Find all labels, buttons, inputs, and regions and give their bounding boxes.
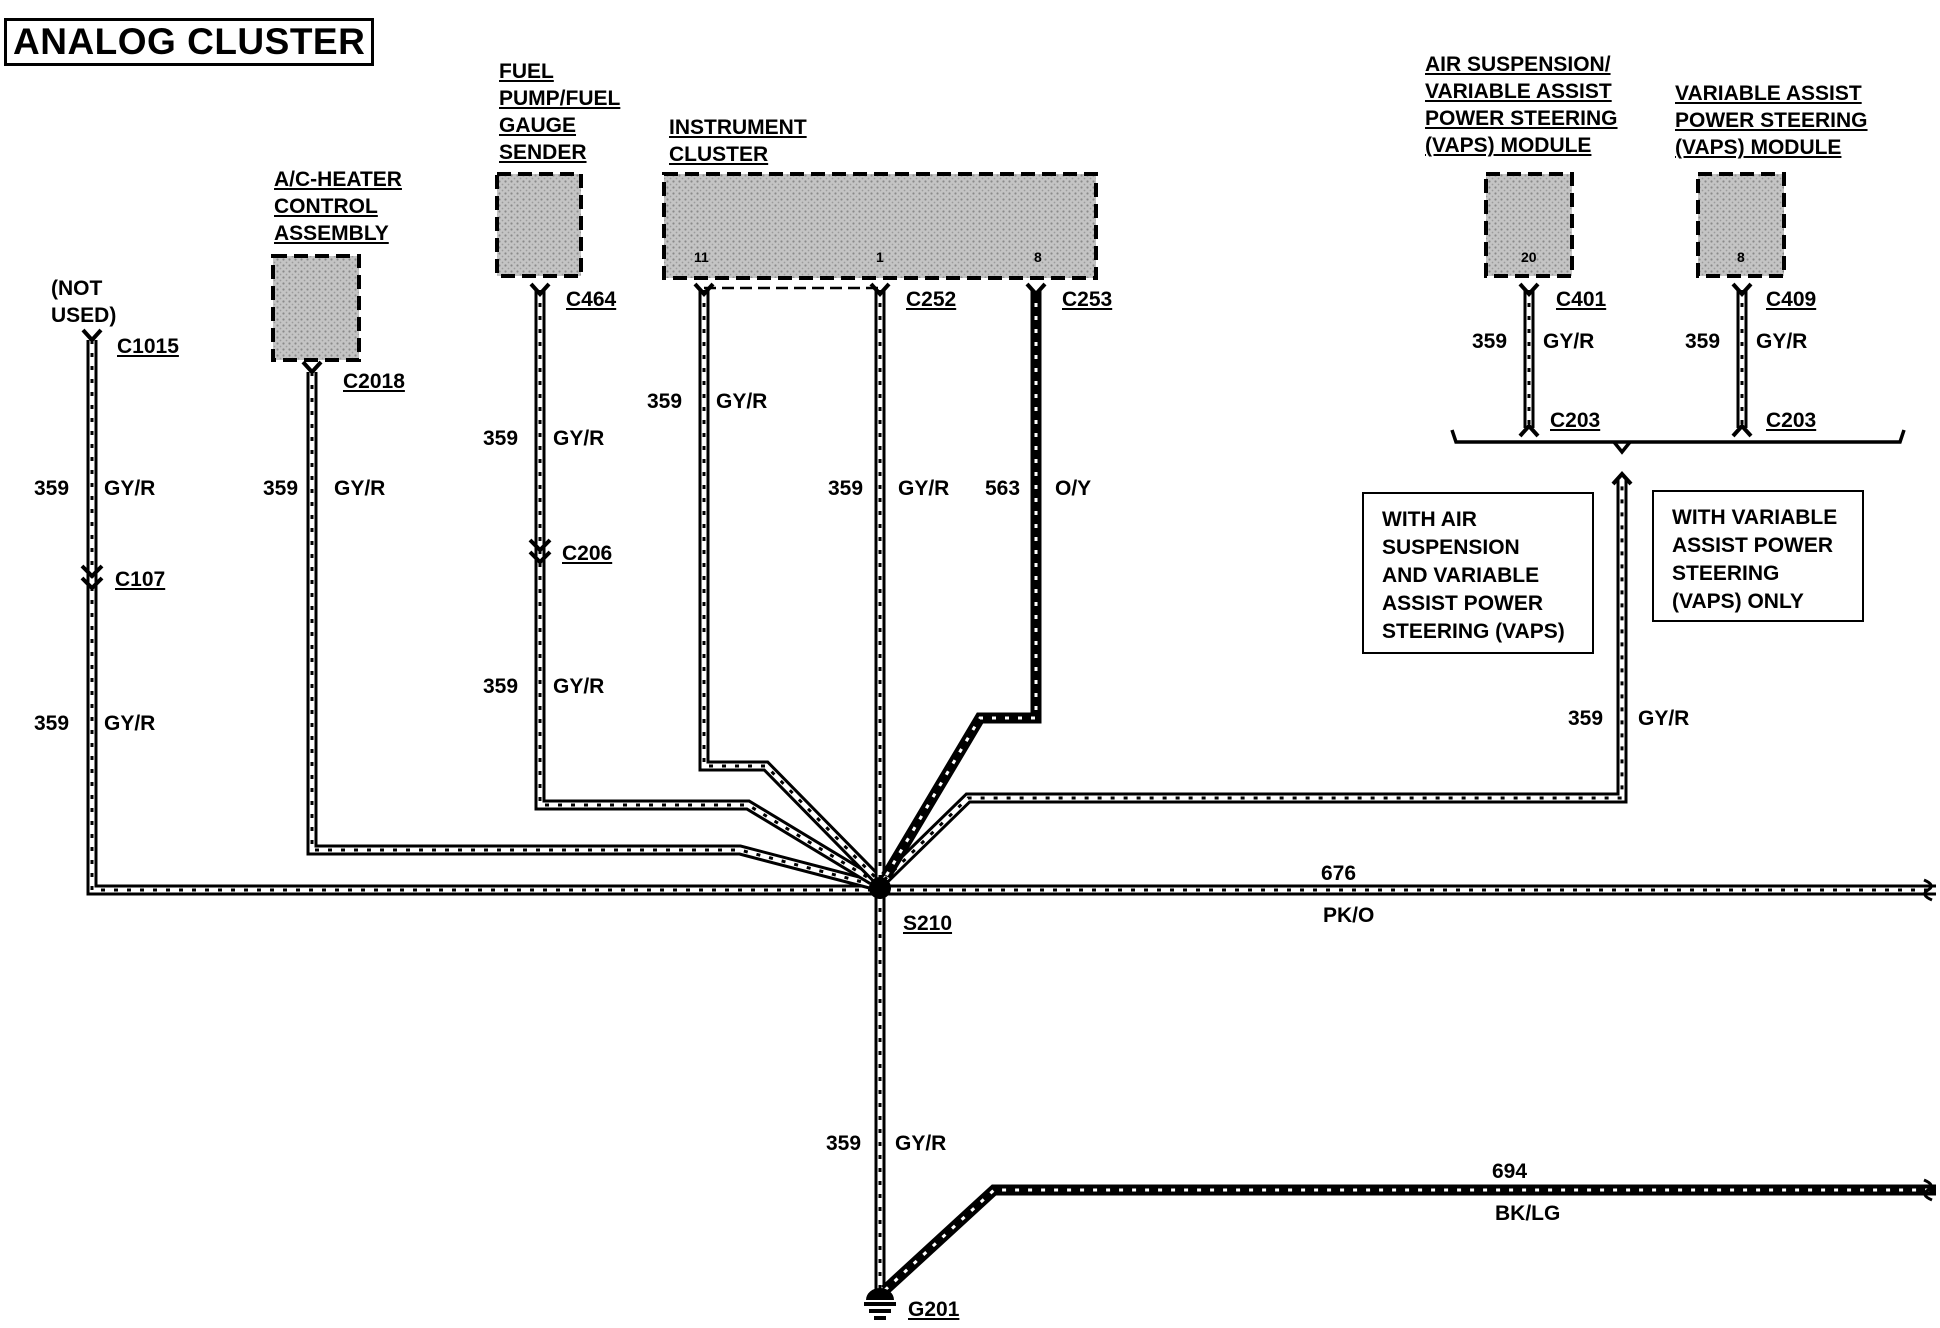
connector-c203-feed-symbol <box>1611 471 1633 486</box>
ac-heater-label: A/C-HEATER CONTROL ASSEMBLY <box>274 168 402 245</box>
connector-c464-symbol <box>529 282 551 297</box>
wire-c1015-upper-color: GY/R <box>104 477 156 500</box>
wire-c1015-upper-circuit: 359 <box>34 477 70 500</box>
wire-vaps-color: GY/R <box>1756 330 1808 353</box>
connector-c253-symbol <box>1025 282 1047 297</box>
splice-s210: S210 <box>903 912 953 935</box>
wire-676-break <box>1923 878 1933 902</box>
wire-c107-lower-color: GY/R <box>104 712 156 735</box>
vaps-module-label: VARIABLE ASSIST POWER STEERING (VAPS) MO… <box>1675 82 1868 159</box>
connector-c107-symbol <box>80 564 104 591</box>
connector-c206-symbol <box>528 538 552 565</box>
wire-ac-heater-circuit: 359 <box>263 477 299 500</box>
connector-c206: C206 <box>562 542 613 565</box>
connector-c409-symbol <box>1731 282 1753 297</box>
ground-g201: G201 <box>908 1298 960 1321</box>
connector-c107: C107 <box>115 568 166 591</box>
pin-vaps-8: 8 <box>1737 249 1745 265</box>
wire-ground-circuit: 359 <box>826 1132 862 1155</box>
connector-c1015: C1015 <box>117 335 179 358</box>
air-suspension-module-label: AIR SUSPENSION/ VARIABLE ASSIST POWER ST… <box>1425 53 1618 157</box>
pin-cluster-8: 8 <box>1034 249 1042 265</box>
connector-c409: C409 <box>1766 288 1817 311</box>
ac-heater-box <box>271 254 361 362</box>
wire-694-circuit: 694 <box>1492 1160 1528 1183</box>
connector-c203-vaps-symbol <box>1731 423 1753 438</box>
connector-c2018: C2018 <box>343 370 405 393</box>
wire-ground-color: GY/R <box>895 1132 947 1155</box>
note-vaps-only: WITH VARIABLE ASSIST POWER STEERING (VAP… <box>1652 490 1864 622</box>
wire-air-suspension-circuit: 359 <box>1472 330 1508 353</box>
wire-694-bk-lg <box>881 1184 1936 1295</box>
wire-cluster-8-color: O/Y <box>1055 477 1092 500</box>
connector-c464: C464 <box>566 288 617 311</box>
wire-c1015-to-s210 <box>86 340 876 896</box>
wire-694-color: BK/LG <box>1495 1202 1561 1225</box>
wire-c203-feed-circuit: 359 <box>1568 707 1604 730</box>
fuel-pump-label: FUEL PUMP/FUEL GAUGE SENDER <box>499 60 621 164</box>
connector-c252-cluster11-symbol <box>693 282 715 297</box>
wire-cluster-1-circuit: 359 <box>828 477 864 500</box>
c203-bracket <box>1450 429 1906 444</box>
wire-s210-to-c203-feed <box>880 480 1628 884</box>
instrument-cluster-label: INSTRUMENT CLUSTER <box>669 116 807 166</box>
wire-fuel-upper-color: GY/R <box>553 427 605 450</box>
wire-vaps-circuit: 359 <box>1685 330 1721 353</box>
wire-air-suspension-color: GY/R <box>1543 330 1595 353</box>
ground-g201-symbol <box>864 1288 896 1320</box>
wire-ac-heater-color: GY/R <box>334 477 386 500</box>
connector-c1015-symbol <box>81 328 103 343</box>
connector-c203-vaps: C203 <box>1766 409 1817 432</box>
wire-fuel-lower-color: GY/R <box>553 675 605 698</box>
symbol-group <box>80 282 1933 1320</box>
wire-c107-lower-circuit: 359 <box>34 712 70 735</box>
wire-cluster-8-circuit: 563 <box>985 477 1021 500</box>
pin-air-suspension-20: 20 <box>1521 249 1537 265</box>
wire-fuel-upper-circuit: 359 <box>483 427 519 450</box>
air-suspension-module-box <box>1484 172 1574 278</box>
connector-c253: C253 <box>1062 288 1113 311</box>
wire-cluster-11-circuit: 359 <box>647 390 683 413</box>
wire-cluster-1-color: GY/R <box>898 477 950 500</box>
c203-bracket-tip <box>1612 440 1632 455</box>
connector-c401: C401 <box>1556 288 1607 311</box>
connector-c2018-symbol <box>301 360 323 375</box>
not-used-label: (NOT USED) <box>51 277 117 327</box>
wire-676-color: PK/O <box>1323 904 1375 927</box>
wire-676-circuit: 676 <box>1321 862 1357 885</box>
instrument-cluster-box <box>662 172 1098 280</box>
wire-group <box>86 290 1936 1295</box>
wire-fuel-lower-circuit: 359 <box>483 675 519 698</box>
pin-cluster-11: 11 <box>694 249 709 265</box>
splice-s210-dot <box>869 877 891 899</box>
note-air-suspension-and-vaps: WITH AIR SUSPENSION AND VARIABLE ASSIST … <box>1362 492 1594 654</box>
connector-c252: C252 <box>906 288 957 311</box>
connector-c203-air-suspension: C203 <box>1550 409 1601 432</box>
diagram-title: ANALOG CLUSTER <box>4 18 375 66</box>
wire-ac-heater-to-s210 <box>306 372 872 890</box>
vaps-module-box <box>1696 172 1786 278</box>
fuel-pump-box <box>495 172 583 278</box>
connector-c401-symbol <box>1518 282 1540 297</box>
pin-cluster-1: 1 <box>876 249 884 265</box>
wire-c203-feed-color: GY/R <box>1638 707 1690 730</box>
wire-cluster-11-color: GY/R <box>716 390 768 413</box>
wire-694-break <box>1923 1178 1933 1202</box>
wire-cluster11-to-s210 <box>698 290 880 882</box>
connector-c252-cluster1-symbol <box>869 282 891 297</box>
connector-c203-air-symbol <box>1518 423 1540 438</box>
wire-563-oy <box>881 290 1042 879</box>
